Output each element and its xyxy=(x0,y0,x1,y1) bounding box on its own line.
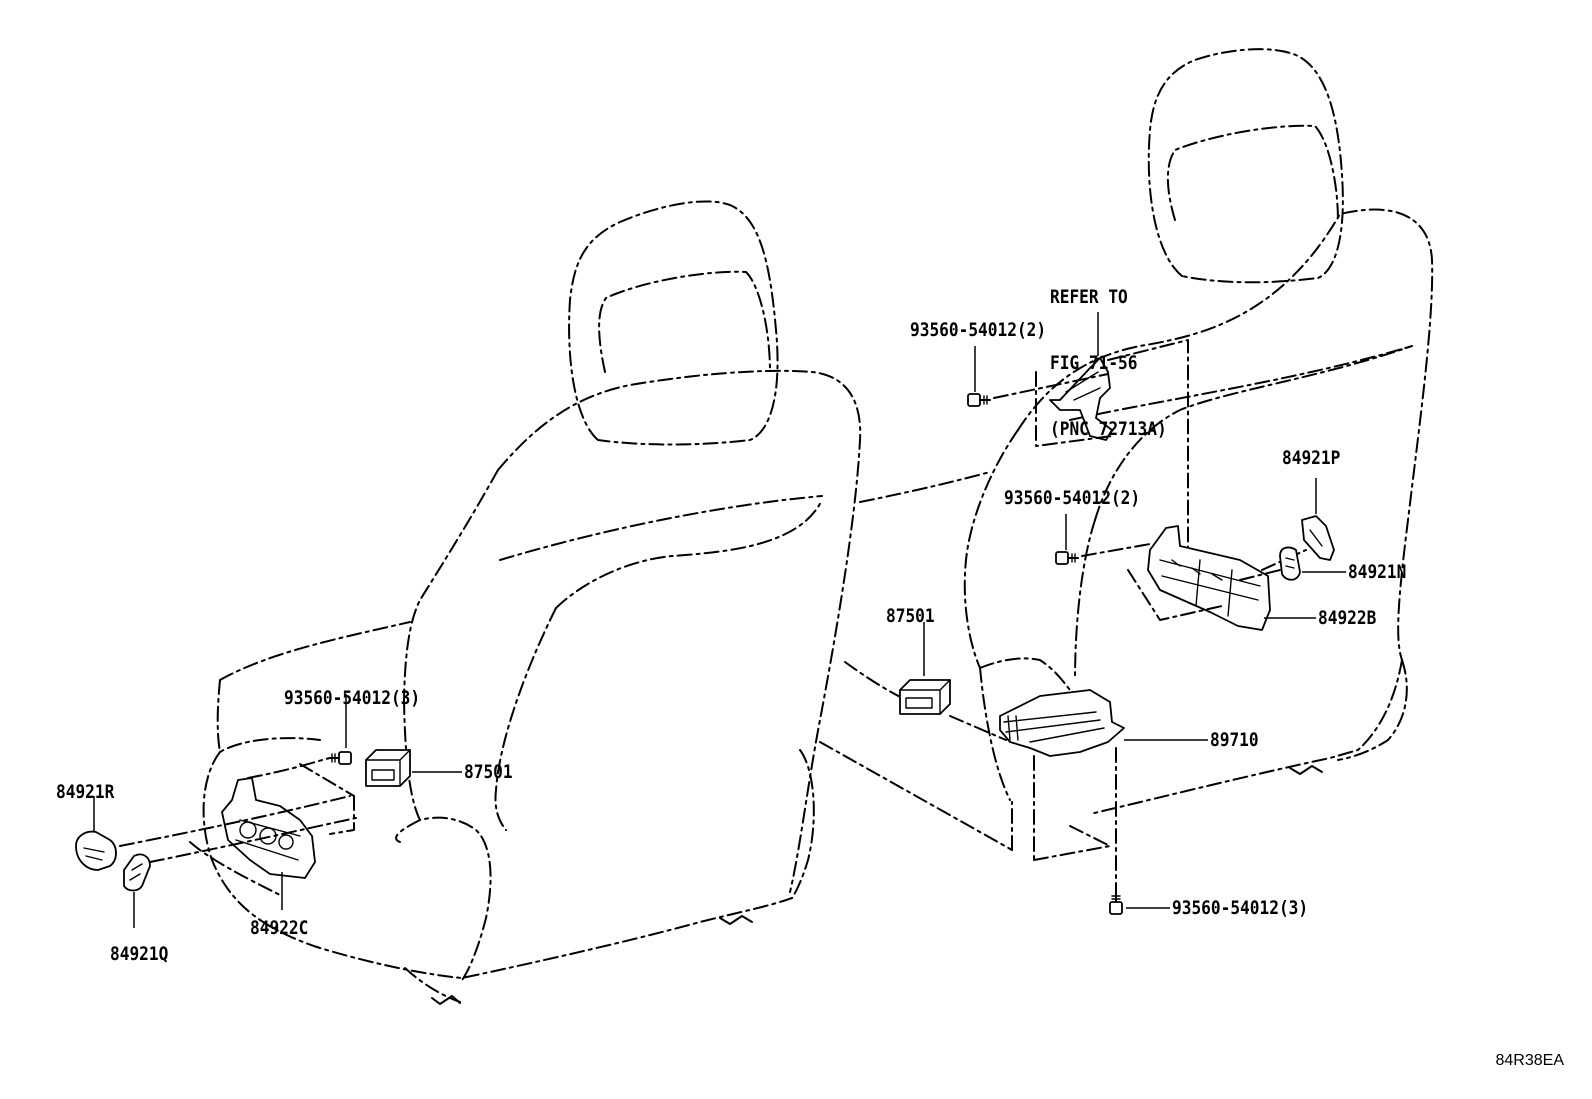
label-right-screw-top: 93560-54012(2) xyxy=(910,319,1047,341)
label-right-knob-n: 84921N xyxy=(1348,561,1407,583)
right-screw-mid xyxy=(1055,514,1151,565)
left-screw xyxy=(329,694,352,765)
right-screw-bottom xyxy=(1109,891,1170,915)
label-right-screw-mid: 93560-54012(2) xyxy=(1004,487,1141,509)
ecu-part xyxy=(999,689,1208,901)
refer-line-3: (PNC 72713A) xyxy=(1050,418,1167,440)
right-screw-top xyxy=(967,346,1109,407)
label-right-lock-lamp: 87501 xyxy=(886,605,935,627)
refer-bracket-part xyxy=(1035,312,1189,561)
left-assembly-lines xyxy=(119,757,357,863)
right-knob-p-part xyxy=(1301,478,1335,561)
right-seat-outline xyxy=(819,48,1434,851)
label-left-knob-q: 84921Q xyxy=(110,943,169,965)
label-left-switch: 84922C xyxy=(250,917,309,939)
right-switch-part xyxy=(1127,525,1316,631)
left-knob-q-part xyxy=(123,853,151,928)
label-left-screw: 93560-54012(3) xyxy=(284,687,421,709)
label-right-switch: 84922B xyxy=(1318,607,1377,629)
left-seat-outline xyxy=(189,200,862,1005)
sheet-id: 84R38EA xyxy=(1495,1052,1565,1069)
refer-line-2: FIG 71-56 xyxy=(1050,352,1138,374)
right-knob-n-part xyxy=(1279,546,1346,581)
label-ecu: 89710 xyxy=(1210,729,1259,751)
label-left-knob-r: 84921R xyxy=(56,781,115,803)
label-right-screw-bottom: 93560-54012(3) xyxy=(1172,897,1309,919)
left-knob-r-part xyxy=(75,796,117,871)
label-right-knob-p: 84921P xyxy=(1282,447,1341,469)
right-lock-lamp-part xyxy=(899,622,1007,741)
label-refer-to: REFER TO FIG 71-56 (PNC 72713A) xyxy=(1050,242,1167,462)
refer-line-1: REFER TO xyxy=(1050,286,1128,308)
left-lock-lamp-part xyxy=(365,749,462,787)
label-left-lock-lamp: 87501 xyxy=(464,761,513,783)
